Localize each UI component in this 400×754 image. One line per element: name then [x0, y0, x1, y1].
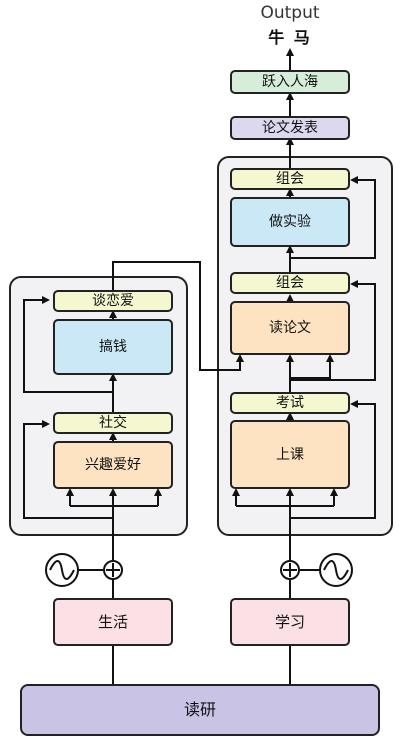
decoder-top-norm: 组会	[230, 168, 350, 190]
encoder-top-norm: 谈恋爱	[53, 290, 173, 312]
output-lower-box: 论文发表	[230, 116, 350, 140]
decoder-top-block: 做实验	[230, 197, 350, 247]
decoder-bottom-norm: 考试	[230, 392, 350, 414]
left-embedding-box: 生活	[53, 598, 173, 646]
output-chinese-label: 牛 马	[268, 28, 312, 47]
positional-encoding-left	[45, 553, 103, 587]
decoder-mid-norm: 组会	[230, 272, 350, 294]
output-label: Output	[260, 3, 320, 23]
encoder-bottom-norm: 社交	[53, 412, 173, 434]
decoder-bottom-block: 上课	[230, 420, 350, 489]
add-circle-left	[103, 560, 123, 580]
encoder-panel	[9, 276, 188, 536]
encoder-top-block: 搞钱	[53, 319, 173, 375]
output-upper-box: 跃入人海	[230, 70, 350, 94]
right-embedding-box: 学习	[230, 598, 350, 646]
input-box: 读研	[20, 684, 380, 736]
decoder-mid-block: 读论文	[230, 301, 350, 355]
add-circle-right	[280, 560, 300, 580]
encoder-bottom-block: 兴趣爱好	[53, 441, 173, 489]
positional-encoding-right	[300, 553, 353, 587]
